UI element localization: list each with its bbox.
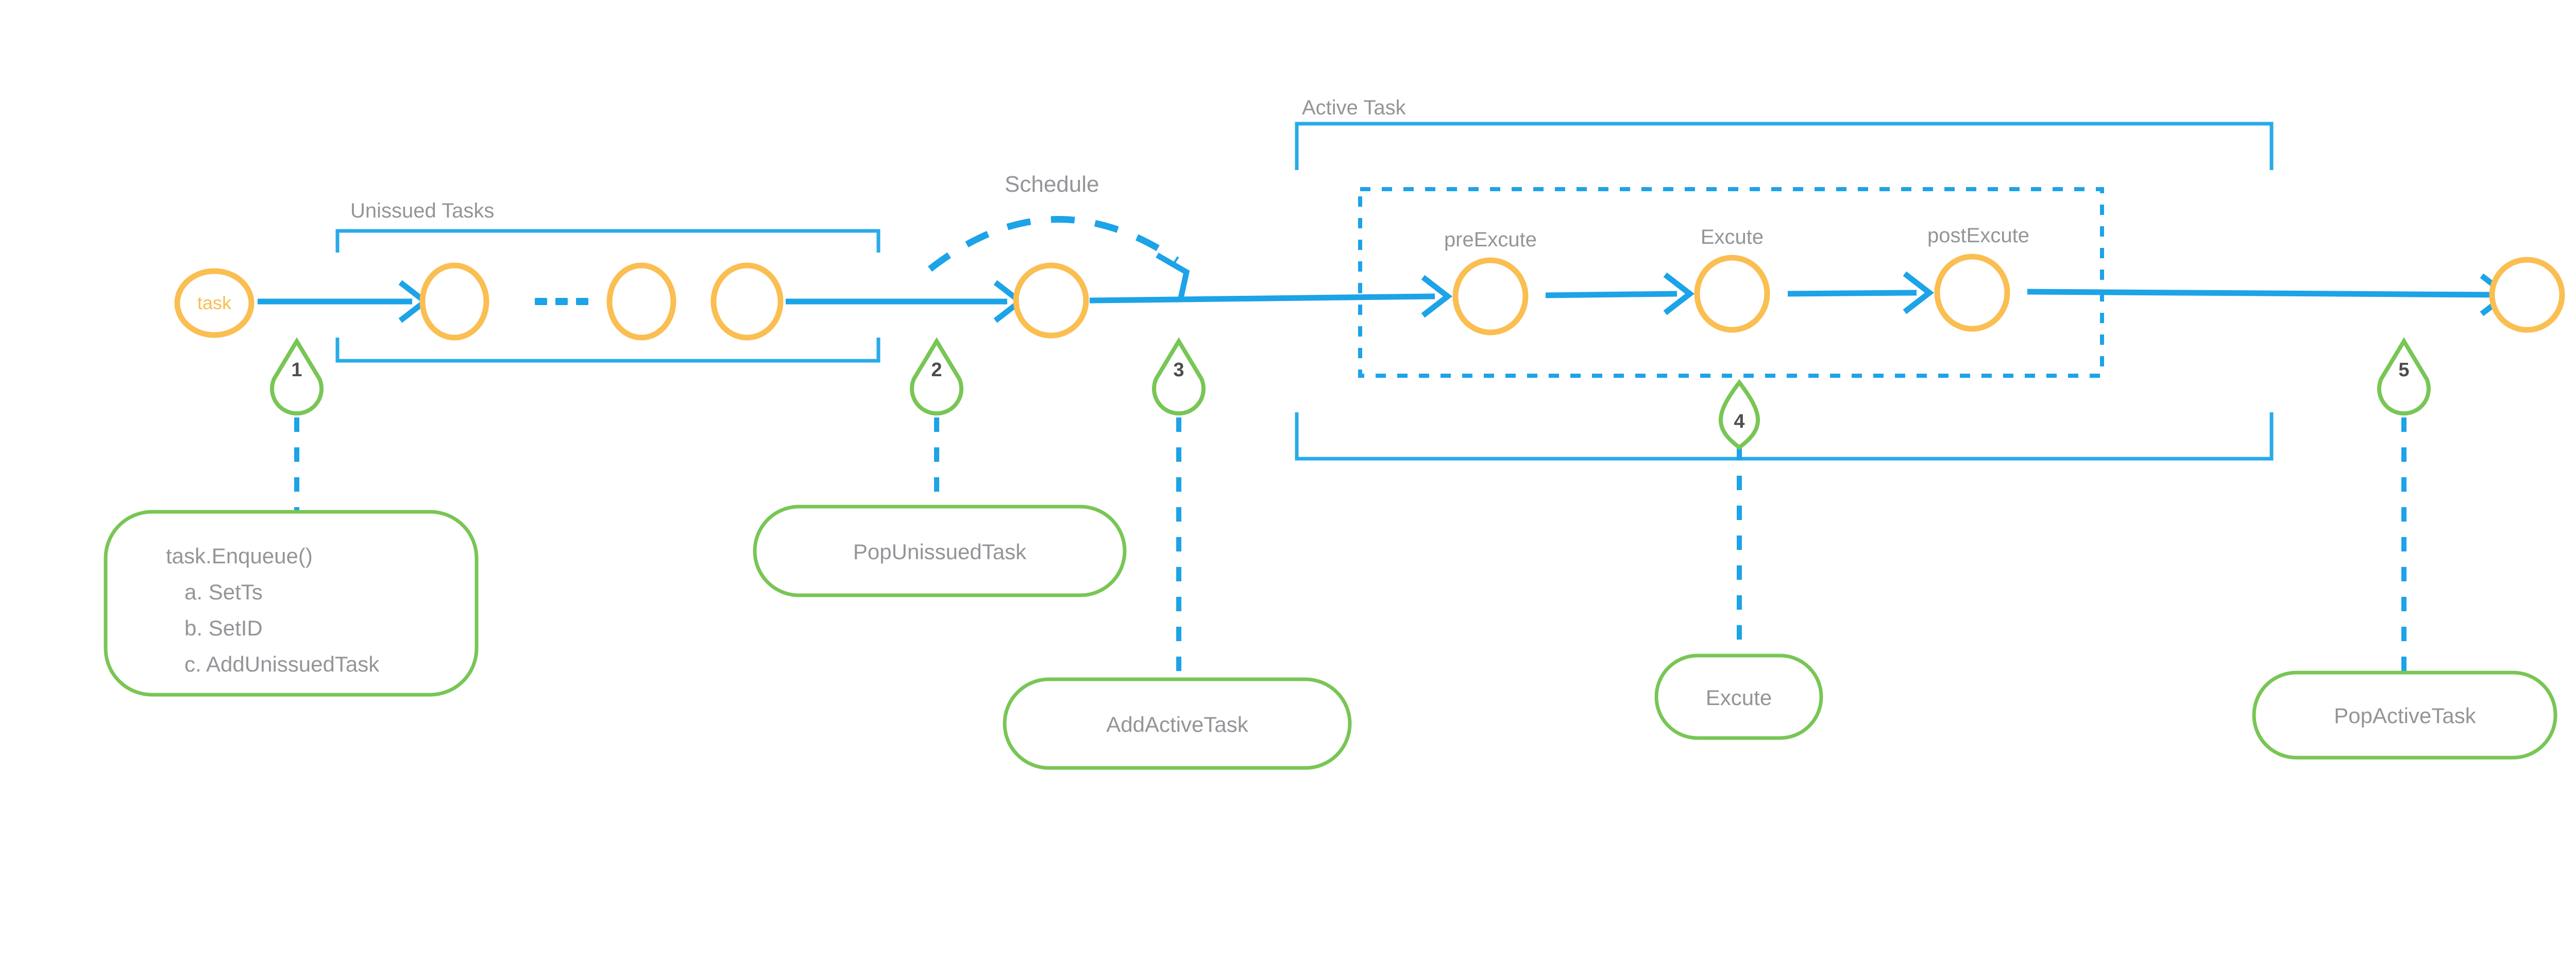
- callout-pop-active-label: PopActiveTask: [2334, 704, 2476, 728]
- callout-enqueue-line-1: task.Enqueue(): [166, 544, 313, 568]
- callout-enqueue-line-2: a. SetTs: [184, 580, 263, 604]
- node-scheduled[interactable]: [1013, 262, 1089, 339]
- arrowhead-to-post-excute: [1903, 271, 1935, 314]
- marker-4-shape: [1718, 379, 1760, 450]
- active-task-label: Active Task: [1302, 96, 1406, 119]
- marker-5-shape: [2377, 337, 2431, 416]
- marker-3-shape: [1152, 337, 1206, 416]
- schedule-arc-path: [927, 216, 1179, 272]
- callout-enqueue-line-4: c. AddUnissuedTask: [184, 652, 380, 676]
- unissued-tasks-bracket-bottom: [335, 338, 880, 363]
- active-task-bracket-group: [1295, 122, 2274, 461]
- marker-5-number: 5: [2398, 359, 2409, 381]
- node-unissued-2[interactable]: [606, 262, 676, 341]
- arrowhead-to-excute: [1663, 272, 1695, 315]
- active-task-bracket-top: [1295, 122, 2274, 170]
- callout-add-active[interactable]: AddActiveTask: [1003, 677, 1352, 770]
- node-done[interactable]: [2489, 257, 2565, 333]
- marker-connector-lines: [294, 388, 2406, 680]
- marker-4-number: 4: [1734, 411, 1744, 432]
- marker-3[interactable]: 3: [1152, 337, 1206, 416]
- callout-enqueue-box: [104, 510, 479, 697]
- active-task-bracket-bottom: [1295, 412, 2274, 461]
- callout-excute[interactable]: Excute: [1654, 654, 1823, 740]
- marker-4[interactable]: 4: [1718, 379, 1760, 450]
- flow-segment-pre-to-excute: [1545, 291, 1677, 298]
- arrowhead-to-pre-excute: [1421, 275, 1453, 318]
- callout-excute-label: Excute: [1706, 685, 1772, 710]
- node-excute[interactable]: [1694, 255, 1770, 333]
- node-task-label: task: [197, 292, 232, 313]
- marker-2-shape: [910, 337, 963, 416]
- callout-add-active-label: AddActiveTask: [1106, 712, 1248, 736]
- marker-1-shape: [270, 337, 324, 416]
- marker-1-number: 1: [291, 359, 302, 381]
- marker-3-number: 3: [1173, 359, 1184, 381]
- flow-nodes: task: [174, 254, 2565, 341]
- marker-1[interactable]: 1: [270, 337, 324, 416]
- callout-add-active-box: [1003, 677, 1352, 770]
- callout-excute-box: [1654, 654, 1823, 740]
- flow-segment-excute-to-post: [1787, 290, 1917, 297]
- queue-ellipsis-icon: [535, 298, 588, 305]
- callout-pop-active-box: [2252, 671, 2557, 760]
- schedule-label: Schedule: [1005, 172, 1099, 197]
- callout-enqueue[interactable]: task.Enqueue() a. SetTs b. SetID c. AddU…: [104, 510, 479, 697]
- marker-5[interactable]: 5: [2377, 337, 2431, 416]
- unissued-tasks-bracket-top: [335, 229, 880, 253]
- flow-segment-schedule-to-pre: [1089, 293, 1435, 304]
- callout-enqueue-line-3: b. SetID: [184, 616, 263, 640]
- callout-pop-unissued-box: [753, 505, 1127, 597]
- node-unissued-3[interactable]: [710, 262, 784, 341]
- unissued-tasks-label: Unissued Tasks: [350, 199, 494, 222]
- marker-2[interactable]: 2: [910, 337, 963, 416]
- unissued-tasks-bracket-group: [335, 229, 880, 363]
- marker-2-number: 2: [931, 359, 942, 381]
- excute-label: Excute: [1701, 226, 1764, 248]
- node-task[interactable]: [174, 268, 255, 338]
- callout-pop-active[interactable]: PopActiveTask: [2252, 671, 2557, 760]
- post-excute-label: postExcute: [1927, 224, 2029, 247]
- execute-phase-dotted-box: [1358, 187, 2104, 378]
- main-flow-line: [258, 289, 2494, 305]
- schedule-arrowhead: [1156, 253, 1190, 299]
- callout-pop-unissued[interactable]: PopUnissuedTask: [753, 505, 1127, 597]
- callout-pop-unissued-label: PopUnissuedTask: [853, 540, 1027, 564]
- node-post-excute[interactable]: [1934, 254, 2010, 332]
- flow-segment-post-to-done: [2027, 289, 2494, 298]
- pre-excute-label: preExcute: [1444, 228, 1537, 251]
- node-pre-excute[interactable]: [1452, 257, 1529, 336]
- schedule-arc-group: [927, 216, 1190, 299]
- node-unissued-1[interactable]: [419, 262, 489, 341]
